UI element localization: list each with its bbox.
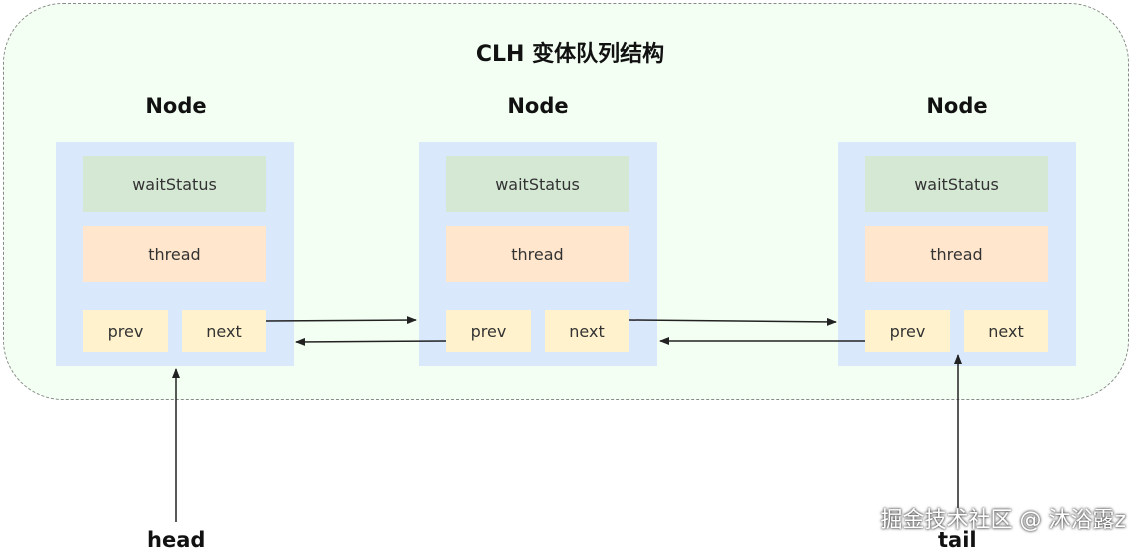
- node-2-label: Node: [507, 94, 569, 118]
- node-2-waitstatus: waitStatus: [446, 156, 629, 212]
- arrow-node2-prev-to-node1: [295, 337, 447, 346]
- node-1: waitStatus thread prev next: [56, 142, 294, 366]
- node-2: waitStatus thread prev next: [419, 142, 657, 366]
- node-3-thread: thread: [865, 226, 1048, 282]
- node-1-next: next: [182, 310, 266, 352]
- node-1-thread: thread: [83, 226, 266, 282]
- watermark: 掘金技术社区 @ 沐浴露z: [880, 508, 1126, 533]
- diagram-title: CLH 变体队列结构: [475, 42, 665, 67]
- node-3-prev: prev: [865, 310, 950, 352]
- head-label: head: [147, 528, 206, 552]
- node-1-waitstatus: waitStatus: [83, 156, 266, 212]
- node-3-next: next: [964, 310, 1048, 352]
- node-3-label: Node: [926, 94, 988, 118]
- arrow-node1-next-to-node2: [265, 316, 417, 325]
- node-3-waitstatus: waitStatus: [865, 156, 1048, 212]
- node-2-next: next: [545, 310, 629, 352]
- node-3: waitStatus thread prev next: [838, 142, 1076, 366]
- node-1-label: Node: [145, 94, 207, 118]
- node-2-thread: thread: [446, 226, 629, 282]
- node-2-prev: prev: [446, 310, 531, 352]
- node-1-prev: prev: [83, 310, 168, 352]
- arrow-node2-next-to-node3: [628, 317, 837, 326]
